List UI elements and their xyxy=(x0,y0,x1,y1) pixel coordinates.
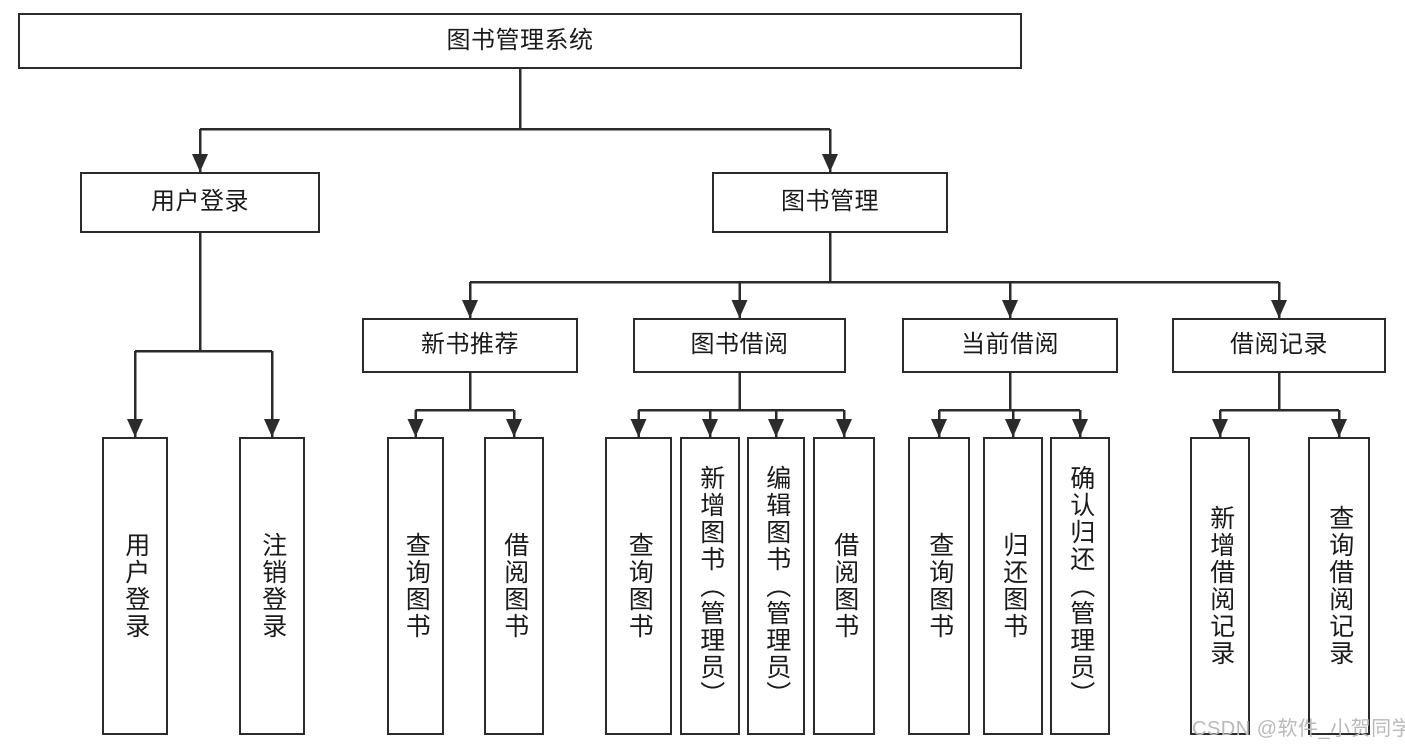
node-label: 图书借阅 xyxy=(690,331,789,359)
node-b3[interactable]: 编辑图书（管理员） xyxy=(747,437,805,735)
node-label: 当前借阅 xyxy=(961,331,1059,359)
edge-arrowhead xyxy=(462,300,478,318)
node-label: 借阅记录 xyxy=(1230,331,1328,359)
node-bookmgmt[interactable]: 图书管理 xyxy=(712,172,948,233)
edge-arrowhead xyxy=(127,419,143,437)
node-b2[interactable]: 新增图书（管理员） xyxy=(680,437,740,735)
edge-arrowhead xyxy=(192,154,208,172)
node-label: 新书推荐 xyxy=(421,331,519,359)
node-label: 查询借阅记录 xyxy=(1325,505,1354,667)
node-label: 编辑图书（管理员） xyxy=(762,464,791,708)
node-label: 新增图书（管理员） xyxy=(696,464,725,708)
node-newbook[interactable]: 新书推荐 xyxy=(362,318,578,373)
node-r2[interactable]: 查询借阅记录 xyxy=(1308,437,1370,735)
node-label: 查询图书 xyxy=(625,532,654,640)
node-borrow[interactable]: 图书借阅 xyxy=(633,318,846,373)
edge-arrowhead xyxy=(1005,419,1021,437)
node-label: 用户登录 xyxy=(121,532,150,640)
node-r1[interactable]: 新增借阅记录 xyxy=(1190,437,1250,735)
edge-arrowhead xyxy=(1002,300,1018,318)
node-c2[interactable]: 归还图书 xyxy=(983,437,1043,735)
node-l2[interactable]: 注销登录 xyxy=(239,437,305,735)
edge-arrowhead xyxy=(768,419,784,437)
edge-arrowhead xyxy=(1331,419,1347,437)
node-b4[interactable]: 借阅图书 xyxy=(813,437,875,735)
node-label: 用户登录 xyxy=(151,188,249,216)
node-root[interactable]: 图书管理系统 xyxy=(18,13,1022,69)
node-records[interactable]: 借阅记录 xyxy=(1172,318,1386,373)
edge-arrowhead xyxy=(731,300,748,318)
node-login[interactable]: 用户登录 xyxy=(80,172,320,233)
node-label: 查询图书 xyxy=(925,532,954,640)
node-label: 注销登录 xyxy=(258,532,287,640)
node-n2[interactable]: 借阅图书 xyxy=(484,437,544,735)
edge-arrowhead xyxy=(1271,300,1287,318)
edge-arrowhead xyxy=(822,154,838,172)
node-l1[interactable]: 用户登录 xyxy=(102,437,168,735)
edge-arrowhead xyxy=(1212,419,1228,437)
node-label: 新增借阅记录 xyxy=(1206,505,1235,667)
node-label: 查询图书 xyxy=(402,532,431,640)
node-label: 借阅图书 xyxy=(830,532,859,640)
node-label: 归还图书 xyxy=(999,532,1028,640)
edge-arrowhead xyxy=(931,419,947,437)
node-b1[interactable]: 查询图书 xyxy=(605,437,672,735)
edge-arrowhead xyxy=(836,419,852,437)
node-c3[interactable]: 确认归还（管理员） xyxy=(1050,437,1110,735)
node-label: 图书管理 xyxy=(781,188,879,216)
node-c1[interactable]: 查询图书 xyxy=(908,437,970,735)
edge-arrowhead xyxy=(1072,419,1088,437)
edge-arrowhead xyxy=(407,419,424,437)
node-current[interactable]: 当前借阅 xyxy=(902,318,1118,373)
edge-arrowhead xyxy=(506,419,522,437)
edge-arrowhead xyxy=(630,419,647,437)
node-n1[interactable]: 查询图书 xyxy=(387,437,444,735)
node-label: 确认归还（管理员） xyxy=(1066,464,1095,708)
node-label: 图书管理系统 xyxy=(446,26,594,54)
edge-arrowhead xyxy=(264,419,280,437)
edge-arrowhead xyxy=(702,419,718,437)
node-label: 借阅图书 xyxy=(500,532,529,640)
